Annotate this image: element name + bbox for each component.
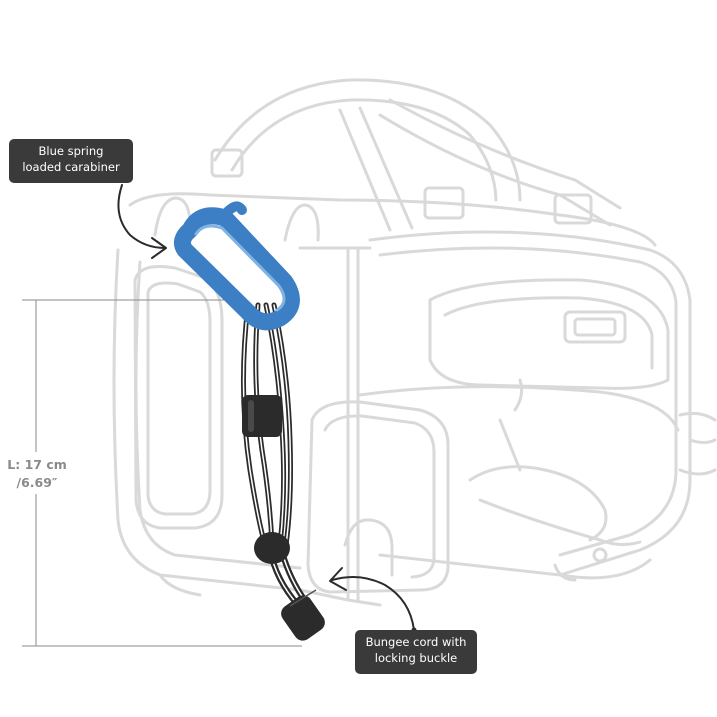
carabiner-callout-line1: Blue spring: [38, 144, 104, 158]
bungee-arrowhead: [329, 567, 347, 591]
dimension-label-imperial: /6.69″: [16, 475, 58, 490]
bag-outline-drawing: [112, 78, 717, 607]
cord-end-cap: [281, 589, 325, 641]
cord-sleeve-highlight: [248, 400, 254, 432]
locking-buckle: [254, 532, 290, 564]
dimension-line: [22, 299, 302, 647]
carabiner-arrowhead: [151, 237, 167, 259]
carabiner-callout: Blue spring loaded carabiner: [9, 139, 133, 183]
blue-carabiner: [173, 201, 300, 331]
bungee-arrow: [331, 575, 415, 631]
bungee-callout-line2: locking buckle: [374, 651, 458, 665]
callout-arrows: [117, 184, 415, 631]
dimension-label: L: 17 cm /6.69″: [2, 456, 72, 492]
bungee-callout-line1: Bungee cord with: [365, 635, 467, 649]
carabiner-callout-line2: loaded carabiner: [22, 160, 120, 174]
dimension-label-metric: L: 17 cm: [7, 457, 67, 472]
bungee-callout: Bungee cord with locking buckle: [355, 630, 477, 674]
carabiner-arrow: [117, 184, 166, 249]
